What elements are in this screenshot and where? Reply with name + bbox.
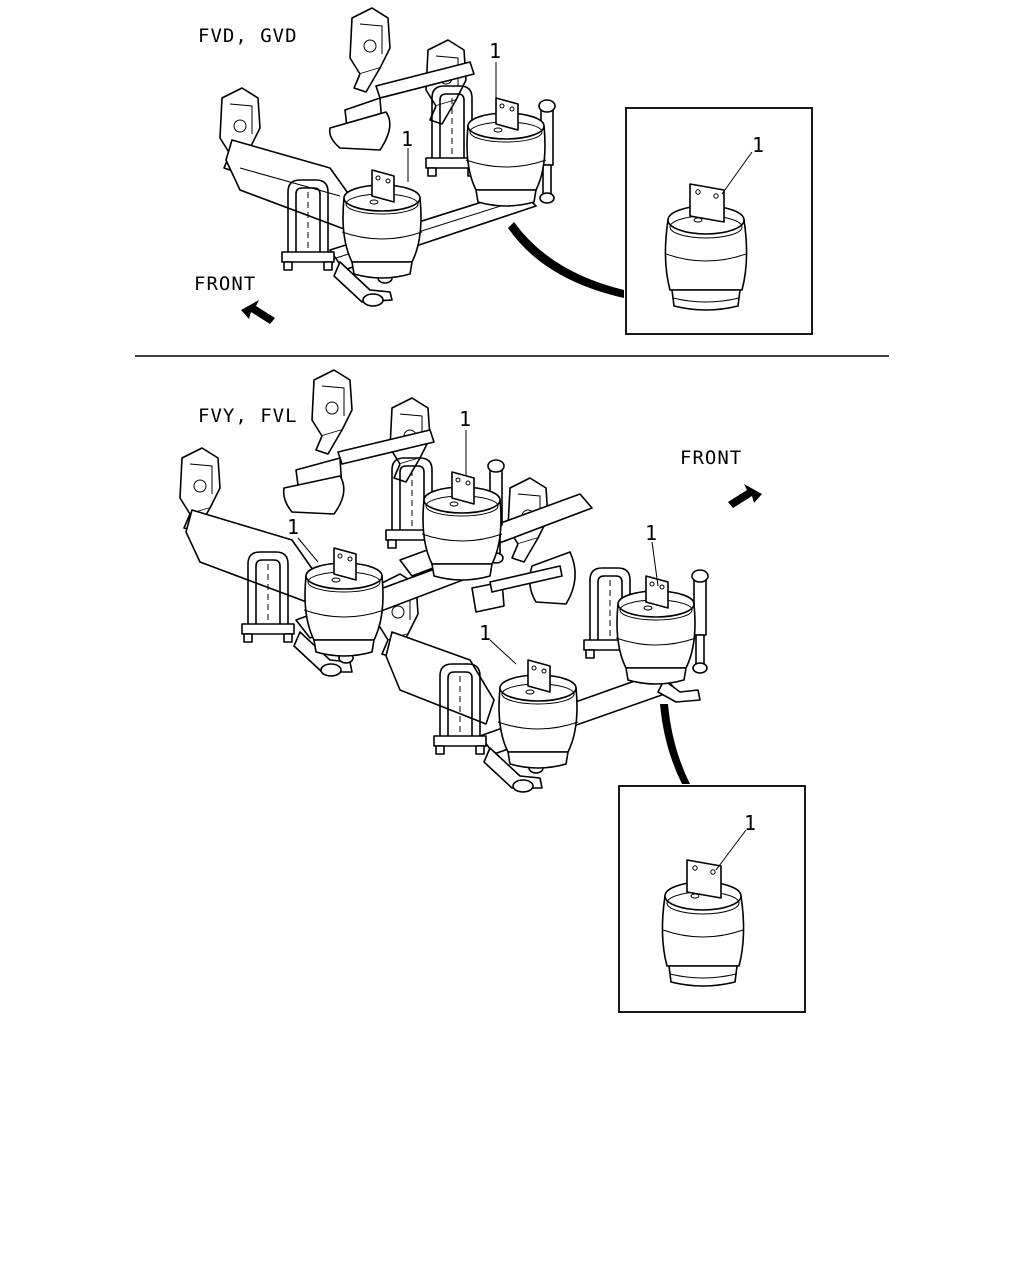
front-arrow-icon: [241, 300, 275, 324]
cross-tube: [375, 61, 475, 99]
callout-number: 1: [479, 621, 491, 645]
air-spring: [341, 169, 423, 279]
torque-arm: [333, 261, 393, 303]
torque-arm: [657, 679, 701, 703]
front-arrow-icon: [728, 484, 762, 508]
callout-number: 1: [645, 521, 657, 545]
callout-leader: [489, 639, 517, 665]
spring-seat: [282, 475, 345, 515]
hanger-bracket: [349, 7, 391, 93]
air-spring: [497, 659, 579, 769]
model-label: FVY, FVL: [198, 405, 298, 427]
callout-number: 1: [752, 133, 764, 157]
air-spring: [303, 547, 385, 657]
air-spring: [465, 97, 547, 207]
callout-leader: [721, 151, 753, 195]
leaf-spring: [185, 509, 321, 605]
model-label: FVD, GVD: [198, 25, 298, 47]
torque-arm: [293, 631, 353, 673]
hanger-bracket: [311, 369, 353, 455]
cross-tube: [489, 565, 563, 593]
torque-arm: [483, 747, 543, 789]
callout-leader: [297, 537, 319, 563]
callout-leader: [715, 829, 747, 871]
front-label: FRONT: [194, 273, 256, 295]
callout-leader: [651, 541, 659, 587]
detail-connector: [660, 704, 690, 784]
callout-number: 1: [744, 811, 756, 835]
leaf-spring: [225, 139, 361, 233]
callout-number: 1: [287, 515, 299, 539]
callout-number: 1: [489, 39, 501, 63]
diagram-top: FVD, GVD 1 1 FRONT: [194, 7, 813, 335]
callout-number: 1: [401, 127, 413, 151]
spring-seat: [328, 111, 391, 151]
detail-connector: [508, 222, 624, 298]
callout-number: 1: [459, 407, 471, 431]
diagram-bottom: FVY, FVL: [179, 369, 806, 1013]
air-spring: [615, 575, 697, 685]
front-label: FRONT: [680, 447, 742, 469]
